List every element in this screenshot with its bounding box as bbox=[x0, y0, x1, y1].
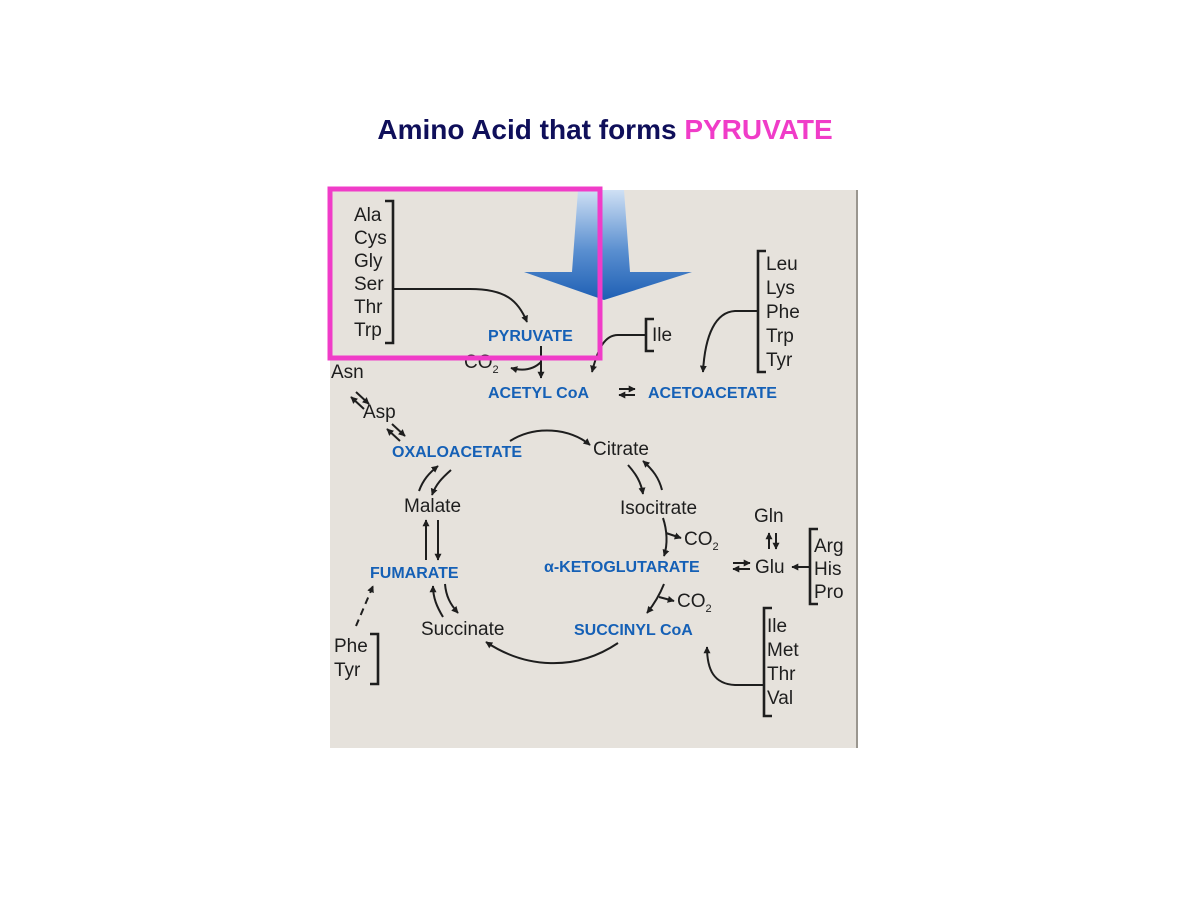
aa-ala: Ala bbox=[354, 205, 382, 226]
glu-label: Glu bbox=[755, 557, 785, 578]
acetyl-coa-label: ACETYL CoA bbox=[488, 385, 589, 402]
arrow-co2-akg bbox=[658, 595, 675, 603]
arrow-fumarate-group-to-fumarate bbox=[355, 585, 374, 627]
citrate-isocitrate-back bbox=[642, 460, 663, 491]
aa-ser: Ser bbox=[354, 274, 384, 295]
bracket-pyruvate-group bbox=[385, 199, 395, 345]
pyruvate-label: PYRUVATE bbox=[488, 328, 573, 345]
acetoacetate-label: ACETOACETATE bbox=[648, 385, 777, 402]
aa-leu: Leu bbox=[766, 254, 798, 275]
ketoglutarate-label: α-KETOGLUTARATE bbox=[544, 559, 700, 576]
alpha-symbol: α bbox=[544, 559, 554, 576]
aa-cys: Cys bbox=[354, 228, 387, 249]
pyruvate-group: Ala Cys Gly Ser Thr Trp bbox=[354, 205, 387, 341]
arrow-co2-isocitrate bbox=[665, 532, 682, 540]
arrow-succinyl-to-succinate bbox=[485, 641, 619, 665]
title-highlight: PYRUVATE bbox=[684, 114, 833, 145]
aa-pro: Pro bbox=[814, 582, 844, 603]
slide-title: Amino Acid that forms PYRUVATE bbox=[0, 114, 1200, 146]
title-text: Amino Acid that forms bbox=[377, 114, 685, 145]
pyruvate-highlight-box bbox=[327, 186, 603, 361]
asn-label: Asn bbox=[331, 362, 364, 383]
aa-tyr: Tyr bbox=[334, 660, 361, 681]
acetoacetate-group: Leu Lys Phe Trp Tyr bbox=[766, 254, 800, 371]
aa-gly: Gly bbox=[354, 251, 383, 272]
aa-ile: Ile bbox=[652, 325, 672, 346]
aa-val: Val bbox=[767, 688, 793, 709]
asp-oaa-back bbox=[386, 428, 401, 442]
oxaloacetate-label: OXALOACETATE bbox=[392, 444, 522, 461]
down-arrow-icon bbox=[524, 190, 692, 300]
citrate-label: Citrate bbox=[593, 439, 649, 460]
asp-label: Asp bbox=[363, 402, 396, 423]
aa-arg: Arg bbox=[814, 536, 844, 557]
aa-trp: Trp bbox=[766, 326, 794, 347]
fumarate-group: Phe Tyr bbox=[334, 636, 368, 681]
aa-phe: Phe bbox=[766, 302, 800, 323]
arrow-ile-to-acetyl bbox=[590, 334, 646, 373]
malate-oaa-back bbox=[430, 469, 452, 496]
co2-label-ketoglutarate: CO2 bbox=[677, 591, 712, 615]
malate-label: Malate bbox=[404, 496, 461, 517]
bracket-fumarate-group bbox=[370, 632, 380, 686]
asp-oaa-forward bbox=[391, 423, 406, 437]
bracket-succinyl-group bbox=[762, 606, 772, 718]
aa-met: Met bbox=[767, 640, 799, 661]
succinyl-group: Ile Met Thr Val bbox=[767, 616, 799, 709]
malate-oaa-forward bbox=[418, 465, 439, 492]
aa-thr: Thr bbox=[354, 297, 383, 318]
ketoglutarate-text: -KETOGLUTARATE bbox=[554, 559, 700, 576]
fumarate-label: FUMARATE bbox=[370, 565, 459, 582]
aa-tyr: Tyr bbox=[766, 350, 793, 371]
succinyl-coa-label: SUCCINYL CoA bbox=[574, 622, 693, 639]
aa-lys: Lys bbox=[766, 278, 795, 299]
glu-group: Arg His Pro bbox=[814, 536, 844, 603]
succinate-fumarate-forward bbox=[429, 585, 444, 618]
arrow-to-pyruvate bbox=[393, 288, 528, 323]
aa-his: His bbox=[814, 559, 841, 580]
arrow-co2-release bbox=[510, 361, 542, 374]
citrate-isocitrate-forward bbox=[627, 464, 646, 495]
arrow-isocitrate-to-akg bbox=[662, 517, 670, 557]
arrow-to-acetoacetate bbox=[699, 310, 758, 373]
isocitrate-label: Isocitrate bbox=[620, 498, 697, 519]
gln-label: Gln bbox=[754, 506, 784, 527]
aa-phe: Phe bbox=[334, 636, 368, 657]
asn-asp-forward bbox=[355, 391, 370, 405]
aa-ile: Ile bbox=[767, 616, 787, 637]
succinate-fumarate-back bbox=[444, 583, 459, 614]
aa-trp: Trp bbox=[354, 320, 382, 341]
arrow-akg-to-succinyl bbox=[646, 583, 665, 614]
co2-label-isocitrate: CO2 bbox=[684, 529, 719, 553]
arrow-to-succinyl bbox=[703, 646, 764, 686]
succinate-label: Succinate bbox=[421, 619, 504, 640]
aa-thr: Thr bbox=[767, 664, 796, 685]
arrow-oaa-to-citrate bbox=[509, 429, 591, 446]
asn-asp-back bbox=[350, 396, 365, 410]
